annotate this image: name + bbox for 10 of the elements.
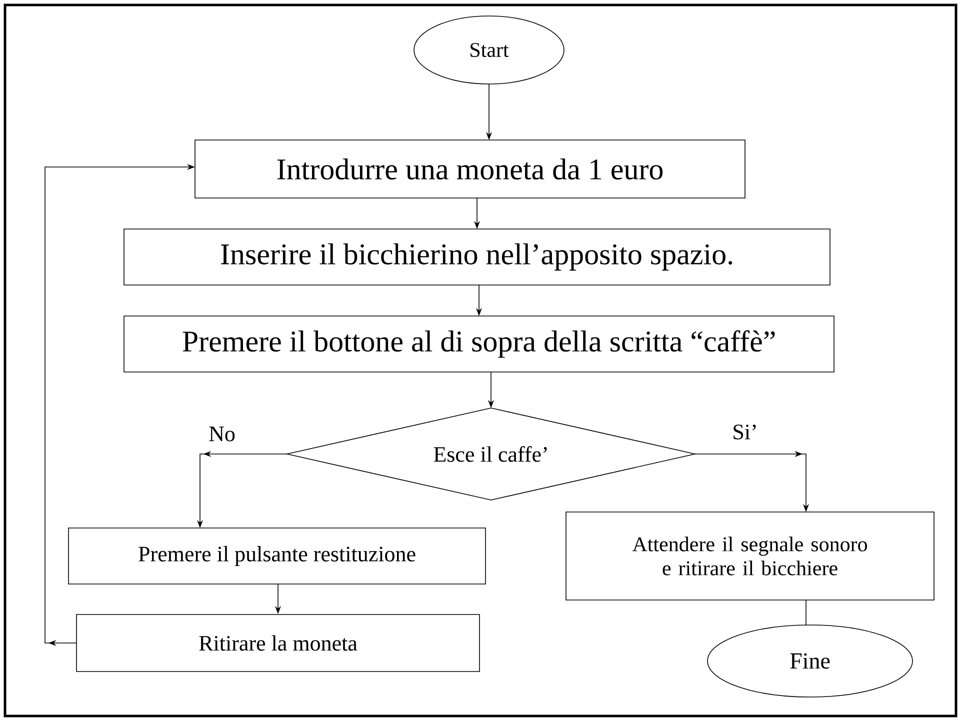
start-oval: Start <box>414 16 564 84</box>
process-box: Ritirare la moneta <box>76 614 480 672</box>
process-box: Introdurre una moneta da 1 euro <box>194 140 746 198</box>
end-oval: Fine <box>707 624 913 698</box>
edge-label: Si’ <box>731 424 759 440</box>
process-box: Attendere il segnale sonoro e ritirare il bicchiere <box>566 512 934 600</box>
process-box: Inserire il bicchierino nell’apposito spazio. <box>124 228 830 286</box>
process-box: Premere il pulsante restituzione <box>68 528 486 584</box>
edge-label: No <box>208 426 236 442</box>
process-box: Premere il bottone al di sopra della scritta “caffè” <box>124 316 834 372</box>
